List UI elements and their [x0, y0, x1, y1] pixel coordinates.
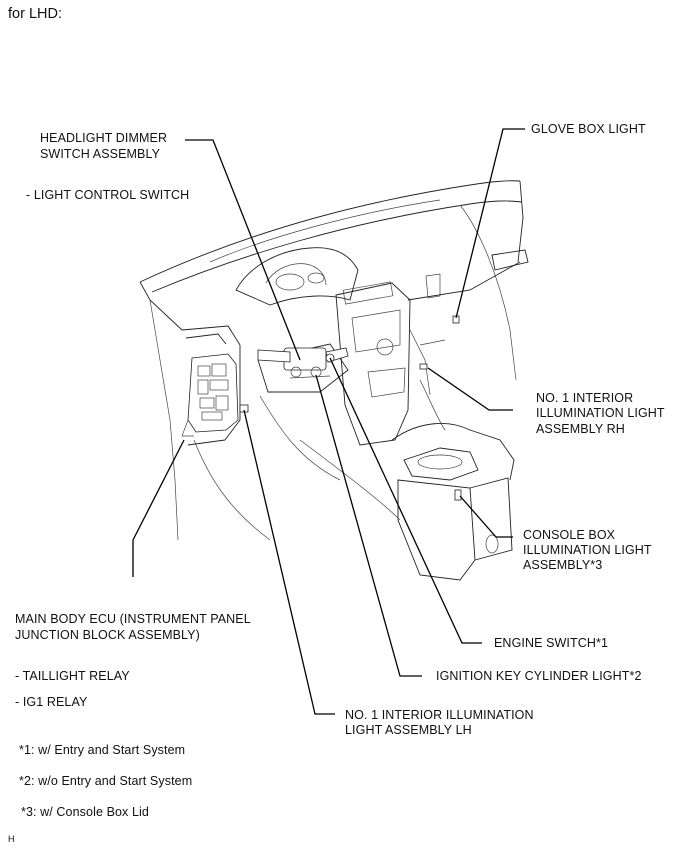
label-main-ecu-l1: MAIN BODY ECU (INSTRUMENT PANEL — [15, 612, 251, 626]
label-ignition-key-cylinder-light: IGNITION KEY CYLINDER LIGHT*2 — [436, 669, 642, 683]
note-entry-start-system: *1: w/ Entry and Start System — [19, 743, 186, 757]
main-body-ecu-part — [181, 353, 239, 437]
label-rh-l1: NO. 1 INTERIOR — [536, 391, 634, 405]
headlight-dimmer-switch-part — [257, 347, 349, 379]
interior-light-rh-part — [419, 363, 428, 370]
label-lh-l2: LIGHT ASSEMBLY LH — [345, 723, 472, 737]
label-headlight-dimmer-l1: HEADLIGHT DIMMER — [40, 131, 168, 145]
label-rh-l3: ASSEMBLY RH — [536, 422, 625, 436]
instrument-panel-outline — [139, 180, 529, 581]
note-console-box-lid: *3: w/ Console Box Lid — [21, 805, 149, 819]
label-console-l1: CONSOLE BOX — [523, 528, 616, 542]
console-light-part — [454, 489, 462, 501]
label-light-control-switch: - LIGHT CONTROL SWITCH — [26, 188, 190, 202]
label-rh-l2: ILLUMINATION LIGHT — [536, 406, 665, 420]
label-main-ecu-l2: JUNCTION BLOCK ASSEMBLY) — [15, 628, 200, 642]
label-console-l2: ILLUMINATION LIGHT — [523, 543, 652, 557]
leader-lines — [132, 128, 525, 715]
label-ig1-relay: - IG1 RELAY — [15, 695, 88, 709]
figure-code: H — [8, 834, 15, 844]
note-no-entry-start-system: *2: w/o Entry and Start System — [19, 774, 193, 788]
label-engine-switch: ENGINE SWITCH*1 — [494, 636, 609, 650]
page-header: for LHD: — [8, 6, 62, 22]
label-taillight-relay: - TAILLIGHT RELAY — [15, 669, 130, 683]
label-glove-box-light: GLOVE BOX LIGHT — [531, 122, 646, 136]
label-headlight-dimmer-l2: SWITCH ASSEMBLY — [40, 147, 161, 161]
label-console-l3: ASSEMBLY*3 — [523, 558, 603, 572]
label-lh-l1: NO. 1 INTERIOR ILLUMINATION — [345, 708, 534, 722]
